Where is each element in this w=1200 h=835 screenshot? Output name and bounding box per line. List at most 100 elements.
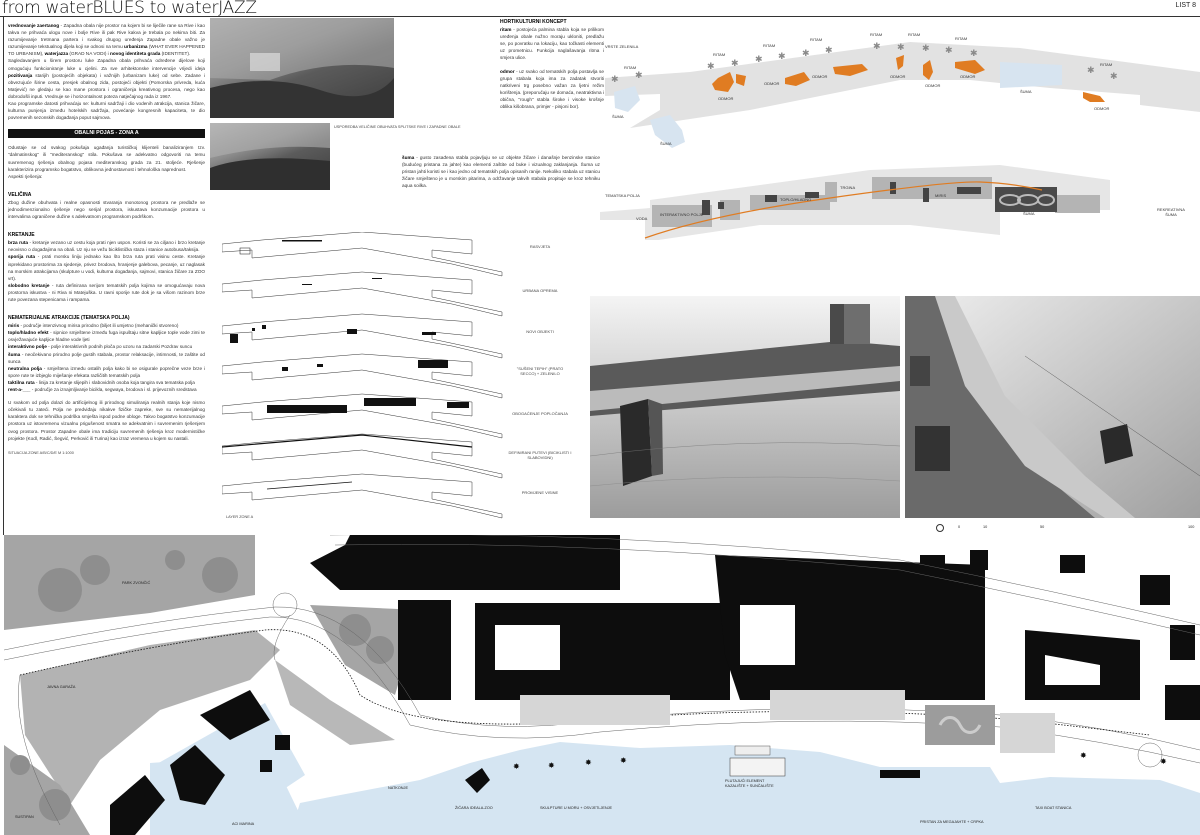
layer-label: "SUŠENI TEPIH" (PRATO SECCO) + ZELENILO — [516, 366, 564, 376]
sculpture-icon: ✸ — [513, 762, 520, 771]
zone-a-heading: OBALNI POJAS - ZONA A — [8, 129, 205, 139]
rendering-aerial-perspective-2 — [905, 296, 1200, 518]
paragraph: Odustaje se od svakog pokušaja ugađanja … — [8, 144, 205, 172]
text-run: - ruta definirana serijom tematskih polj… — [8, 282, 205, 302]
zone-text: Odustaje se od svakog pokušaja ugađanja … — [8, 144, 205, 179]
greenery-and-fields-diagram: ✱✱ ✱✱ ✱✱ ✱✱ ✱✱ ✱✱ ✱✱ ✱ — [600, 41, 1200, 240]
term-label: waterjazza — [44, 51, 69, 57]
paragraph: Aspekti rješenja: — [8, 173, 205, 180]
text-run: (IDENTITET). — [160, 51, 191, 57]
text-run: - Zapadna obala nije prostor na kojem bi… — [8, 23, 205, 50]
horticulture-heading: HORTIKULTURNI KONCEPT — [500, 19, 567, 25]
label-recreational-forest: REKREATIVNA ŠUMA — [1157, 207, 1185, 217]
rendering-aerial-perspective-1 — [590, 296, 900, 518]
layer-label: DEFINIRANI PUTEVI (BICIKLISTI I SLABOVID… — [508, 450, 572, 460]
text-run: Zbog dužine obuhvata i realne opasnosti … — [8, 199, 205, 220]
field-objects — [702, 182, 981, 215]
paragraph: brza ruta - kretanje vezano uz cestu koj… — [8, 239, 205, 253]
scale-tick: 10 — [983, 525, 988, 529]
label-ritam: RITAM — [713, 52, 726, 57]
palm-icon: ✱ — [945, 45, 953, 55]
label-odmor: ODMOR — [812, 74, 828, 79]
palm-icon: ✱ — [755, 54, 763, 64]
header-divider — [0, 16, 1200, 17]
green-strip — [275, 660, 395, 745]
tree-icon: ✸ — [1160, 757, 1167, 766]
layer-label: OBOGAĆENJE POPLOČANJA — [512, 411, 568, 416]
layer-label: URBANA OPREMA — [522, 288, 558, 293]
label-ritam: RITAM — [908, 32, 921, 37]
palm-icon: ✱ — [802, 48, 810, 58]
section-heading-movement: KRETANJE — [8, 232, 35, 239]
palm-icon: ✱ — [825, 45, 833, 55]
label-public-garage: JAVNA GARAŽA — [47, 685, 76, 689]
palm-icon: ✱ — [873, 41, 881, 51]
label-hot-cold: TOPLO/HLADNO — [780, 197, 812, 202]
term-label: neutralna polja — [8, 365, 42, 371]
term-label: pozitivanja — [8, 72, 33, 78]
term-label: šuma — [402, 155, 415, 160]
paragraph: U svakom od polja dolazi do artificijeln… — [8, 399, 205, 442]
forest-loop-path — [999, 194, 1055, 206]
section-heading-size: VELIČINA — [8, 191, 32, 198]
term-label: rent-a-___ — [8, 387, 31, 393]
term-label: urbanizma — [124, 44, 148, 50]
layer-green-carpet — [222, 353, 503, 399]
term-label: novog identiteta grada — [110, 51, 161, 57]
paragraph: rent-a-___ - područje za iznajmljivanje … — [8, 386, 205, 393]
promenade-fields — [520, 690, 1055, 777]
intro-text: vrednovanje zaertanog - Zapadna obala ni… — [8, 22, 205, 121]
site-plan: ✸✸✸✸✸✸ — [0, 535, 1200, 835]
label-forest-field: ŠUMA — [1023, 211, 1035, 216]
label-sustipan: SUSTIPAN — [15, 815, 34, 819]
scale-tick: 100 — [1188, 525, 1195, 529]
scale-tick: 50 — [1040, 525, 1045, 529]
label-ritam: RITAM — [763, 43, 776, 48]
fields-title: TEMATSKA POLJA — [605, 193, 640, 198]
label-natkonje: NATKONJE — [388, 786, 408, 790]
term-label: ritam — [500, 27, 512, 33]
palm-icon: ✱ — [970, 48, 978, 58]
sculpture-icon: ✸ — [620, 756, 627, 765]
left-text-column: vrednovanje zaertanog - Zapadna obala ni… — [8, 22, 205, 457]
layer-lighting — [222, 232, 503, 277]
label-voda: VODA — [636, 216, 648, 221]
layer-urban-furniture — [222, 271, 503, 317]
layer-paths — [222, 433, 503, 479]
paragraph: toplo/hladno efekt - sipnice smještene i… — [8, 329, 205, 343]
palm-icon: ✱ — [707, 61, 715, 71]
text-run: Sagledavanjem u širem prostoru luke Zapa… — [8, 58, 205, 71]
label-suma: ŠUMA — [1020, 89, 1032, 94]
label-odmor: ODMOR — [718, 96, 734, 101]
label-park-zvoncic: PARK ZVONČIĆ — [122, 581, 151, 585]
label-trgina: TRGINA — [840, 185, 856, 190]
label-interactive-field: INTERAKTIVNO POLJE — [660, 212, 704, 217]
yacht — [734, 745, 771, 756]
text-run: Kao programske datosti prihvaćaju se: ku… — [8, 101, 205, 121]
layer-label: PROMJENE VISINE — [521, 490, 559, 495]
term-label: brza ruta — [8, 240, 28, 246]
term-label: vrednovanje zaertanog — [8, 23, 60, 28]
palm-icon: ✱ — [731, 58, 739, 68]
label-floating-element: PLUTAJUĆI ELEMENT KAZALIŠTE + SUNČALIŠTE — [725, 779, 774, 788]
sea — [150, 742, 1200, 835]
label-ritam: RITAM — [870, 32, 883, 37]
paragraph: vrednovanje zaertanog - Zapadna obala ni… — [8, 22, 205, 57]
sculpture-icon: ✸ — [585, 758, 592, 767]
paragraph: ritam - postojeća palmina stabla koja se… — [500, 26, 604, 61]
term-label: toplo/hladno efekt — [8, 330, 49, 336]
label-taxi-boat: TAXI BOAT STANICA — [1035, 806, 1072, 810]
aerial-photo-detail — [210, 123, 330, 190]
label-sculptures: SKULPTURE U MORU + OSVJETLJENJE — [540, 806, 613, 810]
palm-icon: ✱ — [611, 74, 619, 84]
section-heading-attractions: NEMATERIJALNE ATRAKCIJE (TEMATSKA POLJA) — [8, 315, 130, 322]
label-ritam: RITAM — [955, 36, 968, 41]
palm-icon: ✱ — [635, 70, 643, 80]
layer-new-objects — [222, 313, 503, 359]
palm-icon: ✱ — [778, 51, 786, 61]
text-run: (WHAT EVER HAPPENED TO URBANISM), — [8, 44, 205, 57]
closing-text: U svakom od polja dolazi do artificijeln… — [8, 399, 205, 442]
text-run: - područje za iznajmljivanje bicikla, se… — [30, 387, 197, 393]
label-aci-marina: ACI MARINA — [232, 822, 255, 826]
label-odmor: ODMOR — [1094, 106, 1110, 111]
